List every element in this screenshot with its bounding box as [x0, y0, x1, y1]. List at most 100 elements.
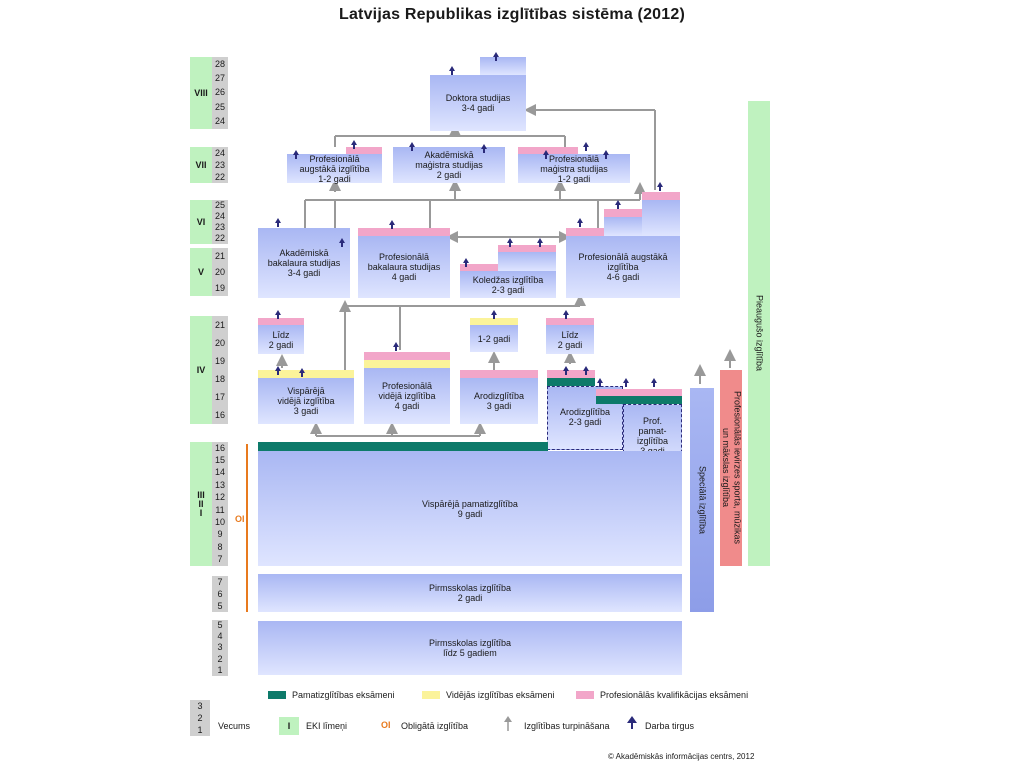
prof-videja-exam-strip-yellow	[364, 360, 450, 368]
darba-tirgus-arrow-icon	[275, 366, 281, 371]
darba-tirgus-arrow-icon	[493, 52, 499, 57]
legend-turpinasana-arrow-icon	[504, 716, 512, 731]
prof-bakalaura-exam-strip	[358, 228, 450, 236]
age-label: 16	[214, 409, 225, 420]
darba-tirgus-arrow-icon	[491, 310, 497, 315]
age-label: 1	[217, 664, 223, 675]
age-label: 21	[214, 319, 225, 330]
age-label: 7	[217, 554, 223, 565]
darba-tirgus-arrow-icon	[409, 142, 415, 147]
age-label: 2	[217, 653, 223, 664]
darba-tirgus-arrow-icon	[563, 366, 569, 371]
age-label: 22	[214, 233, 225, 243]
prof-pamat-exam-strip-pink	[596, 389, 682, 396]
eki-level-vi: VI	[190, 200, 212, 244]
darba-tirgus-arrow-icon	[507, 238, 513, 243]
eki-level-v: V	[190, 248, 212, 296]
age-label: 23	[214, 222, 225, 232]
legend-eki-limeni: EKI līmeņi	[306, 721, 348, 731]
age-label: 24	[214, 116, 225, 127]
age-label: 3	[217, 642, 223, 653]
darba-tirgus-arrow-icon	[583, 142, 589, 147]
age-label: 28	[214, 58, 225, 69]
age-label: 9	[217, 529, 223, 540]
legend-turpinasana: Izglītības turpināšana	[524, 721, 610, 731]
darba-tirgus-arrow-icon	[577, 218, 583, 223]
one-two-exam-strip	[470, 318, 518, 325]
age-label: 25	[214, 200, 225, 210]
age-label: 20	[214, 266, 225, 277]
eki-level-viii: VIII	[190, 57, 212, 129]
age-label: 24	[214, 147, 225, 158]
legend-swatch-videjas	[422, 691, 440, 699]
pamat-exam-strip	[258, 442, 548, 451]
doktora-step	[480, 57, 526, 75]
visp-videja-exam-strip	[258, 370, 354, 378]
legend-obligata: Obligātā izglītība	[401, 721, 469, 731]
akad-magistra-box: Akadēmiskā maģistra studijas 2 gadi	[393, 147, 505, 183]
age-label: 1	[197, 724, 203, 735]
age-label: 15	[214, 455, 225, 466]
lidz-2-box: Līdz 2 gadi	[546, 325, 594, 354]
lidz-1-box: Līdz 2 gadi	[258, 325, 304, 354]
darba-tirgus-arrow-icon	[537, 238, 543, 243]
age-label: 26	[214, 87, 225, 98]
prof-augstaka-exam-strip-a	[566, 228, 604, 236]
darba-tirgus-arrow-icon	[275, 310, 281, 315]
age-label: 2	[197, 712, 203, 723]
legend-swatch-prof-kval	[576, 691, 594, 699]
arod-1-box: Arodizglītība 3 gadi	[460, 378, 538, 424]
one-two-box: 1-2 gadi	[470, 325, 518, 352]
age-label: 23	[214, 159, 225, 170]
koledzas-exam-strip-b	[498, 245, 556, 252]
legend-darba-tirgus: Darba tirgus	[645, 721, 695, 731]
prof-videja-exam-strip-pink	[364, 352, 450, 360]
age-label: 20	[214, 337, 225, 348]
copyright: © Akadēmiskās informācijas centrs, 2012	[608, 752, 755, 761]
age-label: 5	[217, 600, 223, 611]
darba-tirgus-arrow-icon	[293, 150, 299, 155]
age-label: 16	[214, 442, 225, 453]
darba-tirgus-arrow-icon	[623, 378, 629, 383]
koledzas-exam-strip-a	[460, 264, 498, 271]
age-label: 7	[217, 576, 223, 587]
eki-level-iii-ii-i: III II I	[190, 442, 212, 566]
arod-2-exam-strip-teal	[547, 378, 595, 386]
age-label: 25	[214, 101, 225, 112]
eki-level-iv: IV	[190, 316, 212, 424]
darba-tirgus-arrow-icon	[463, 258, 469, 263]
koledzas-box: Koledžas izglītība 2-3 gadi	[460, 271, 556, 298]
legend-vecums: Vecums	[218, 721, 251, 731]
age-label: 5	[217, 620, 223, 631]
doktora-studijas-box: Doktora studijas 3-4 gadi	[430, 75, 526, 131]
akad-bakalaura-box: Akadēmiskā bakalaura studijas 3-4 gadi	[258, 228, 350, 298]
profesionala-ievirzes-bar: Profesionālās ievirzes sporta, mūzikas u…	[720, 370, 742, 566]
darba-tirgus-arrow-icon	[563, 310, 569, 315]
darba-tirgus-arrow-icon	[393, 342, 399, 347]
legend-swatch-pamat	[268, 691, 286, 699]
darba-tirgus-arrow-icon	[449, 66, 455, 71]
darba-tirgus-arrow-icon	[351, 140, 357, 145]
prof-pamat-exam-strip-teal	[596, 396, 682, 404]
age-label: 18	[214, 373, 225, 384]
prof-magistra-exam-strip	[518, 147, 578, 154]
legend-eki-sample: I	[279, 717, 299, 735]
darba-tirgus-arrow-icon	[481, 144, 487, 149]
age-label: 12	[214, 492, 225, 503]
age-label: 3	[197, 700, 203, 711]
prof-magistra-box: Profesionālā maģistra studijas 1-2 gadi	[518, 154, 630, 184]
darba-tirgus-arrow-icon	[583, 366, 589, 371]
prof-bakalaura-box: Profesionālā bakalaura studijas 4 gadi	[358, 236, 450, 298]
legend-darba-tirgus-arrow-icon	[627, 716, 637, 729]
prof-augstaka-step-b	[604, 217, 642, 236]
visp-pamat-box: Vispārējā pamatizglītība 9 gadi	[258, 451, 682, 566]
